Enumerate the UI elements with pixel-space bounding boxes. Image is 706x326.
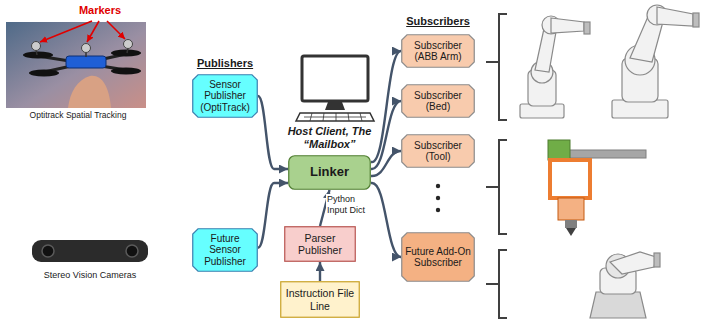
camera-lens bbox=[42, 245, 54, 257]
marker-pointer bbox=[87, 21, 99, 42]
callout-label: Markers bbox=[68, 4, 132, 17]
bracket bbox=[486, 250, 507, 318]
instruction-box-shape bbox=[281, 282, 360, 318]
linker-box-shape bbox=[289, 156, 371, 190]
parser-box-shape bbox=[285, 227, 356, 262]
edge-label: Python Input Dict bbox=[326, 194, 374, 216]
subscriber-box: Subscriber (Bed) bbox=[401, 84, 475, 118]
robot-base bbox=[612, 100, 668, 118]
publisher-box-shape bbox=[193, 75, 258, 118]
node-heading: Host Client, The “Mailbox” bbox=[287, 125, 373, 151]
bracket bbox=[486, 140, 507, 234]
drone-photo bbox=[6, 22, 146, 108]
connector-arrow bbox=[371, 183, 401, 257]
node-label: Future Add-On Subscriber bbox=[405, 246, 471, 269]
propeller bbox=[111, 68, 141, 75]
robot-pedestal bbox=[590, 292, 646, 318]
propeller bbox=[111, 50, 141, 57]
propeller bbox=[29, 70, 59, 77]
subscriber-box-shape bbox=[402, 135, 475, 168]
publisher-box-shape bbox=[193, 229, 258, 272]
add-on-robot bbox=[590, 252, 660, 318]
computer-icon bbox=[296, 56, 374, 121]
connector-arrow bbox=[258, 183, 288, 248]
print-tool bbox=[548, 140, 646, 236]
tool-frame bbox=[550, 160, 590, 198]
connector-arrow bbox=[371, 151, 401, 176]
connector-arrow bbox=[319, 262, 321, 281]
node-label: Subscriber (Tool) bbox=[405, 140, 471, 163]
drone-arms bbox=[38, 54, 126, 72]
node-label: Parser Publisher bbox=[288, 232, 352, 256]
keyboard bbox=[296, 113, 374, 121]
subscriber-box: Subscriber (ABB Arm) bbox=[401, 34, 475, 68]
robot-forearm bbox=[657, 7, 693, 26]
connector-arrow bbox=[258, 96, 288, 169]
image-caption: Optitrack Spatial Tracking bbox=[8, 111, 148, 121]
subscriber-box: Subscriber (Tool) bbox=[401, 134, 475, 168]
image-caption: Stereo Vision Cameras bbox=[20, 270, 160, 280]
section-heading: Publishers bbox=[187, 57, 263, 70]
drone-body bbox=[66, 56, 106, 68]
abb-robot-large bbox=[612, 5, 699, 118]
section-heading: Subscribers bbox=[397, 15, 479, 28]
subscriber-box-shape bbox=[402, 35, 475, 68]
photo-background bbox=[6, 22, 146, 108]
camera-lens bbox=[126, 245, 138, 257]
parser-box: Parser Publisher bbox=[284, 226, 356, 262]
node-label: Sensor Publisher (OptiTrack) bbox=[196, 79, 254, 114]
robot-forearm bbox=[551, 18, 584, 33]
propeller bbox=[23, 52, 53, 59]
keyboard-keys bbox=[304, 113, 366, 121]
monitor-screen bbox=[302, 56, 368, 101]
connector-arrow bbox=[371, 101, 401, 169]
publisher-box: Sensor Publisher (OptiTrack) bbox=[192, 74, 258, 118]
bracket bbox=[486, 14, 507, 120]
bracket bbox=[486, 14, 507, 318]
publisher-box: Future Sensor Publisher bbox=[192, 228, 258, 272]
node-label: Subscriber (Bed) bbox=[405, 90, 471, 113]
robot-arm bbox=[610, 252, 656, 274]
ellipsis-dot bbox=[436, 208, 440, 212]
marker-pointer bbox=[40, 21, 125, 42]
stereo-camera bbox=[32, 240, 148, 262]
robot-flange bbox=[584, 22, 590, 34]
tracking-marker bbox=[124, 40, 133, 49]
tool-motor bbox=[548, 140, 570, 160]
robot-flange bbox=[693, 13, 699, 27]
ellipsis-dot bbox=[436, 184, 440, 188]
tool-heater bbox=[565, 220, 577, 228]
ellipsis-dots bbox=[436, 184, 440, 212]
node-label: Future Sensor Publisher bbox=[196, 233, 254, 268]
tracking-marker bbox=[32, 42, 41, 51]
hand bbox=[68, 76, 111, 108]
camera-body bbox=[32, 240, 148, 262]
linker-box: Host Client, The “Mailbox”Linker bbox=[288, 155, 371, 190]
marker-pointer bbox=[107, 21, 125, 39]
node-label: Linker bbox=[310, 165, 349, 180]
node-label: Instruction File Line bbox=[284, 287, 356, 311]
subscriber-box-shape bbox=[402, 233, 475, 282]
connector-arrow bbox=[371, 51, 401, 162]
subscriber-box-shape bbox=[402, 85, 475, 118]
tool-extruder bbox=[558, 198, 584, 220]
tool-rail bbox=[566, 150, 646, 158]
instruction-box: Instruction File Line bbox=[280, 281, 360, 318]
subscriber-box: Future Add-On Subscriber bbox=[401, 232, 475, 282]
tool-nozzle bbox=[566, 228, 576, 236]
marker-pointer bbox=[40, 21, 92, 42]
abb-robot-small bbox=[520, 16, 590, 118]
robot-flange bbox=[654, 253, 660, 267]
tracking-marker bbox=[82, 44, 91, 53]
ellipsis-dot bbox=[436, 196, 440, 200]
node-label: Subscriber (ABB Arm) bbox=[405, 40, 471, 63]
monitor-stand bbox=[325, 102, 345, 110]
